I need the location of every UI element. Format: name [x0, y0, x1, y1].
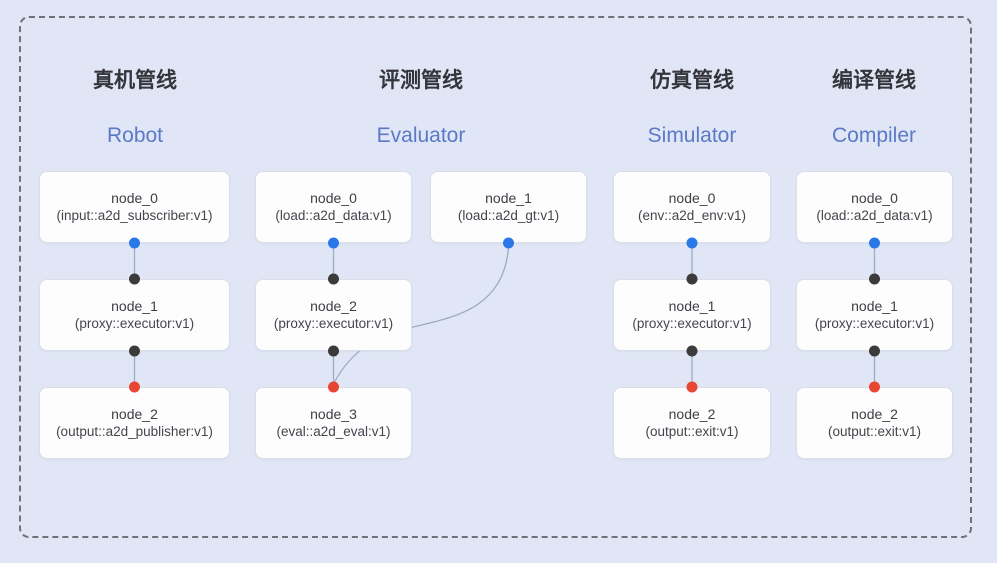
node-detail: (load::a2d_data:v1): [816, 208, 933, 224]
node-name: node_0: [851, 190, 898, 207]
node-name: node_1: [485, 190, 532, 207]
node-card-robot-node0: node_0 (input::a2d_subscriber:v1): [39, 171, 230, 243]
pipeline-title-en-evaluator: Evaluator: [376, 124, 466, 147]
node-card-compiler-node2: node_2 (output::exit:v1): [796, 387, 953, 459]
node-card-simulator-node1: node_1 (proxy::executor:v1): [613, 279, 771, 351]
node-detail: (load::a2d_data:v1): [275, 208, 392, 224]
node-name: node_2: [310, 298, 357, 315]
node-name: node_2: [668, 406, 716, 423]
node-card-compiler-node1: node_1 (proxy::executor:v1): [796, 279, 953, 351]
node-name: node_2: [851, 406, 898, 423]
node-detail: (output::a2d_publisher:v1): [56, 424, 213, 440]
node-card-evaluator-node1: node_1 (load::a2d_gt:v1): [430, 171, 587, 243]
pipeline-title-en-compiler: Compiler: [831, 124, 917, 147]
pipeline-title-zh-robot: 真机管线: [93, 69, 177, 92]
node-card-simulator-node2: node_2 (output::exit:v1): [613, 387, 771, 459]
node-detail: (env::a2d_env:v1): [637, 208, 747, 224]
node-name: node_1: [668, 298, 716, 315]
node-detail: (input::a2d_subscriber:v1): [56, 208, 213, 224]
pipeline-title-en-robot: Robot: [106, 124, 164, 147]
node-card-simulator-node0: node_0 (env::a2d_env:v1): [613, 171, 771, 243]
node-name: node_3: [310, 406, 357, 423]
node-name: node_2: [111, 406, 158, 423]
node-name: node_0: [310, 190, 357, 207]
node-detail: (eval::a2d_eval:v1): [276, 424, 391, 440]
node-detail: (output::exit:v1): [645, 424, 739, 440]
node-card-robot-node2: node_2 (output::a2d_publisher:v1): [39, 387, 230, 459]
node-detail: (output::exit:v1): [827, 424, 922, 440]
pipeline-title-zh-compiler: 编译管线: [832, 69, 916, 92]
node-name: node_1: [111, 298, 158, 315]
node-detail: (load::a2d_gt:v1): [457, 208, 560, 224]
node-detail: (proxy::executor:v1): [814, 316, 935, 332]
pipeline-title-zh-simulator: 仿真管线: [650, 69, 734, 92]
dashed-border-frame: [19, 16, 972, 538]
node-name: node_0: [668, 190, 716, 207]
node-card-robot-node1: node_1 (proxy::executor:v1): [39, 279, 230, 351]
node-name: node_0: [111, 190, 158, 207]
node-card-evaluator-node0: node_0 (load::a2d_data:v1): [255, 171, 412, 243]
node-card-compiler-node0: node_0 (load::a2d_data:v1): [796, 171, 953, 243]
node-name: node_1: [851, 298, 898, 315]
pipeline-title-en-simulator: Simulator: [647, 124, 737, 147]
pipeline-title-zh-evaluator: 评测管线: [379, 69, 463, 92]
node-card-evaluator-node3: node_3 (eval::a2d_eval:v1): [255, 387, 412, 459]
node-detail: (proxy::executor:v1): [632, 316, 752, 332]
node-card-evaluator-node2: node_2 (proxy::executor:v1): [255, 279, 412, 351]
node-detail: (proxy::executor:v1): [273, 316, 394, 332]
node-detail: (proxy::executor:v1): [74, 316, 195, 332]
